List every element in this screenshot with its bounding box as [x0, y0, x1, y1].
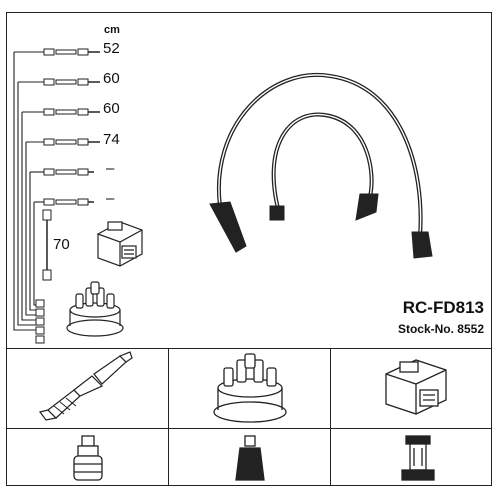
length-label-3: 60: [103, 100, 120, 117]
divider-col-1: [168, 348, 169, 486]
spark-plug-icon: [38, 351, 133, 421]
stock-number: Stock-No. 8552: [397, 322, 484, 336]
coil-terminal-connector-icon: [401, 435, 435, 481]
spark-plug-connector-icon: [73, 435, 103, 481]
length-label-6: –: [106, 190, 115, 207]
length-label-5: –: [106, 160, 115, 177]
length-label-side: 70: [53, 236, 70, 253]
coil-tower-connector-icon: [235, 435, 265, 481]
diagram-frame: [6, 12, 492, 486]
product-code: RC-FD813: [402, 298, 484, 317]
length-label-1: 52: [103, 40, 120, 57]
divider-col-2: [330, 348, 331, 486]
unit-label: cm: [104, 24, 120, 36]
divider-bottom: [6, 428, 492, 429]
distributor-cap-small-icon: [66, 281, 124, 337]
length-label-2: 60: [103, 70, 120, 87]
ignition-coil-small-icon: [97, 221, 143, 267]
divider-top: [6, 348, 492, 349]
ignition-coil-icon: [385, 359, 447, 415]
length-label-4: 74: [103, 131, 120, 148]
distributor-cap-icon: [213, 353, 287, 423]
cable-schematic-icon: [13, 48, 100, 344]
ignition-cable-set-icon: [209, 72, 433, 259]
